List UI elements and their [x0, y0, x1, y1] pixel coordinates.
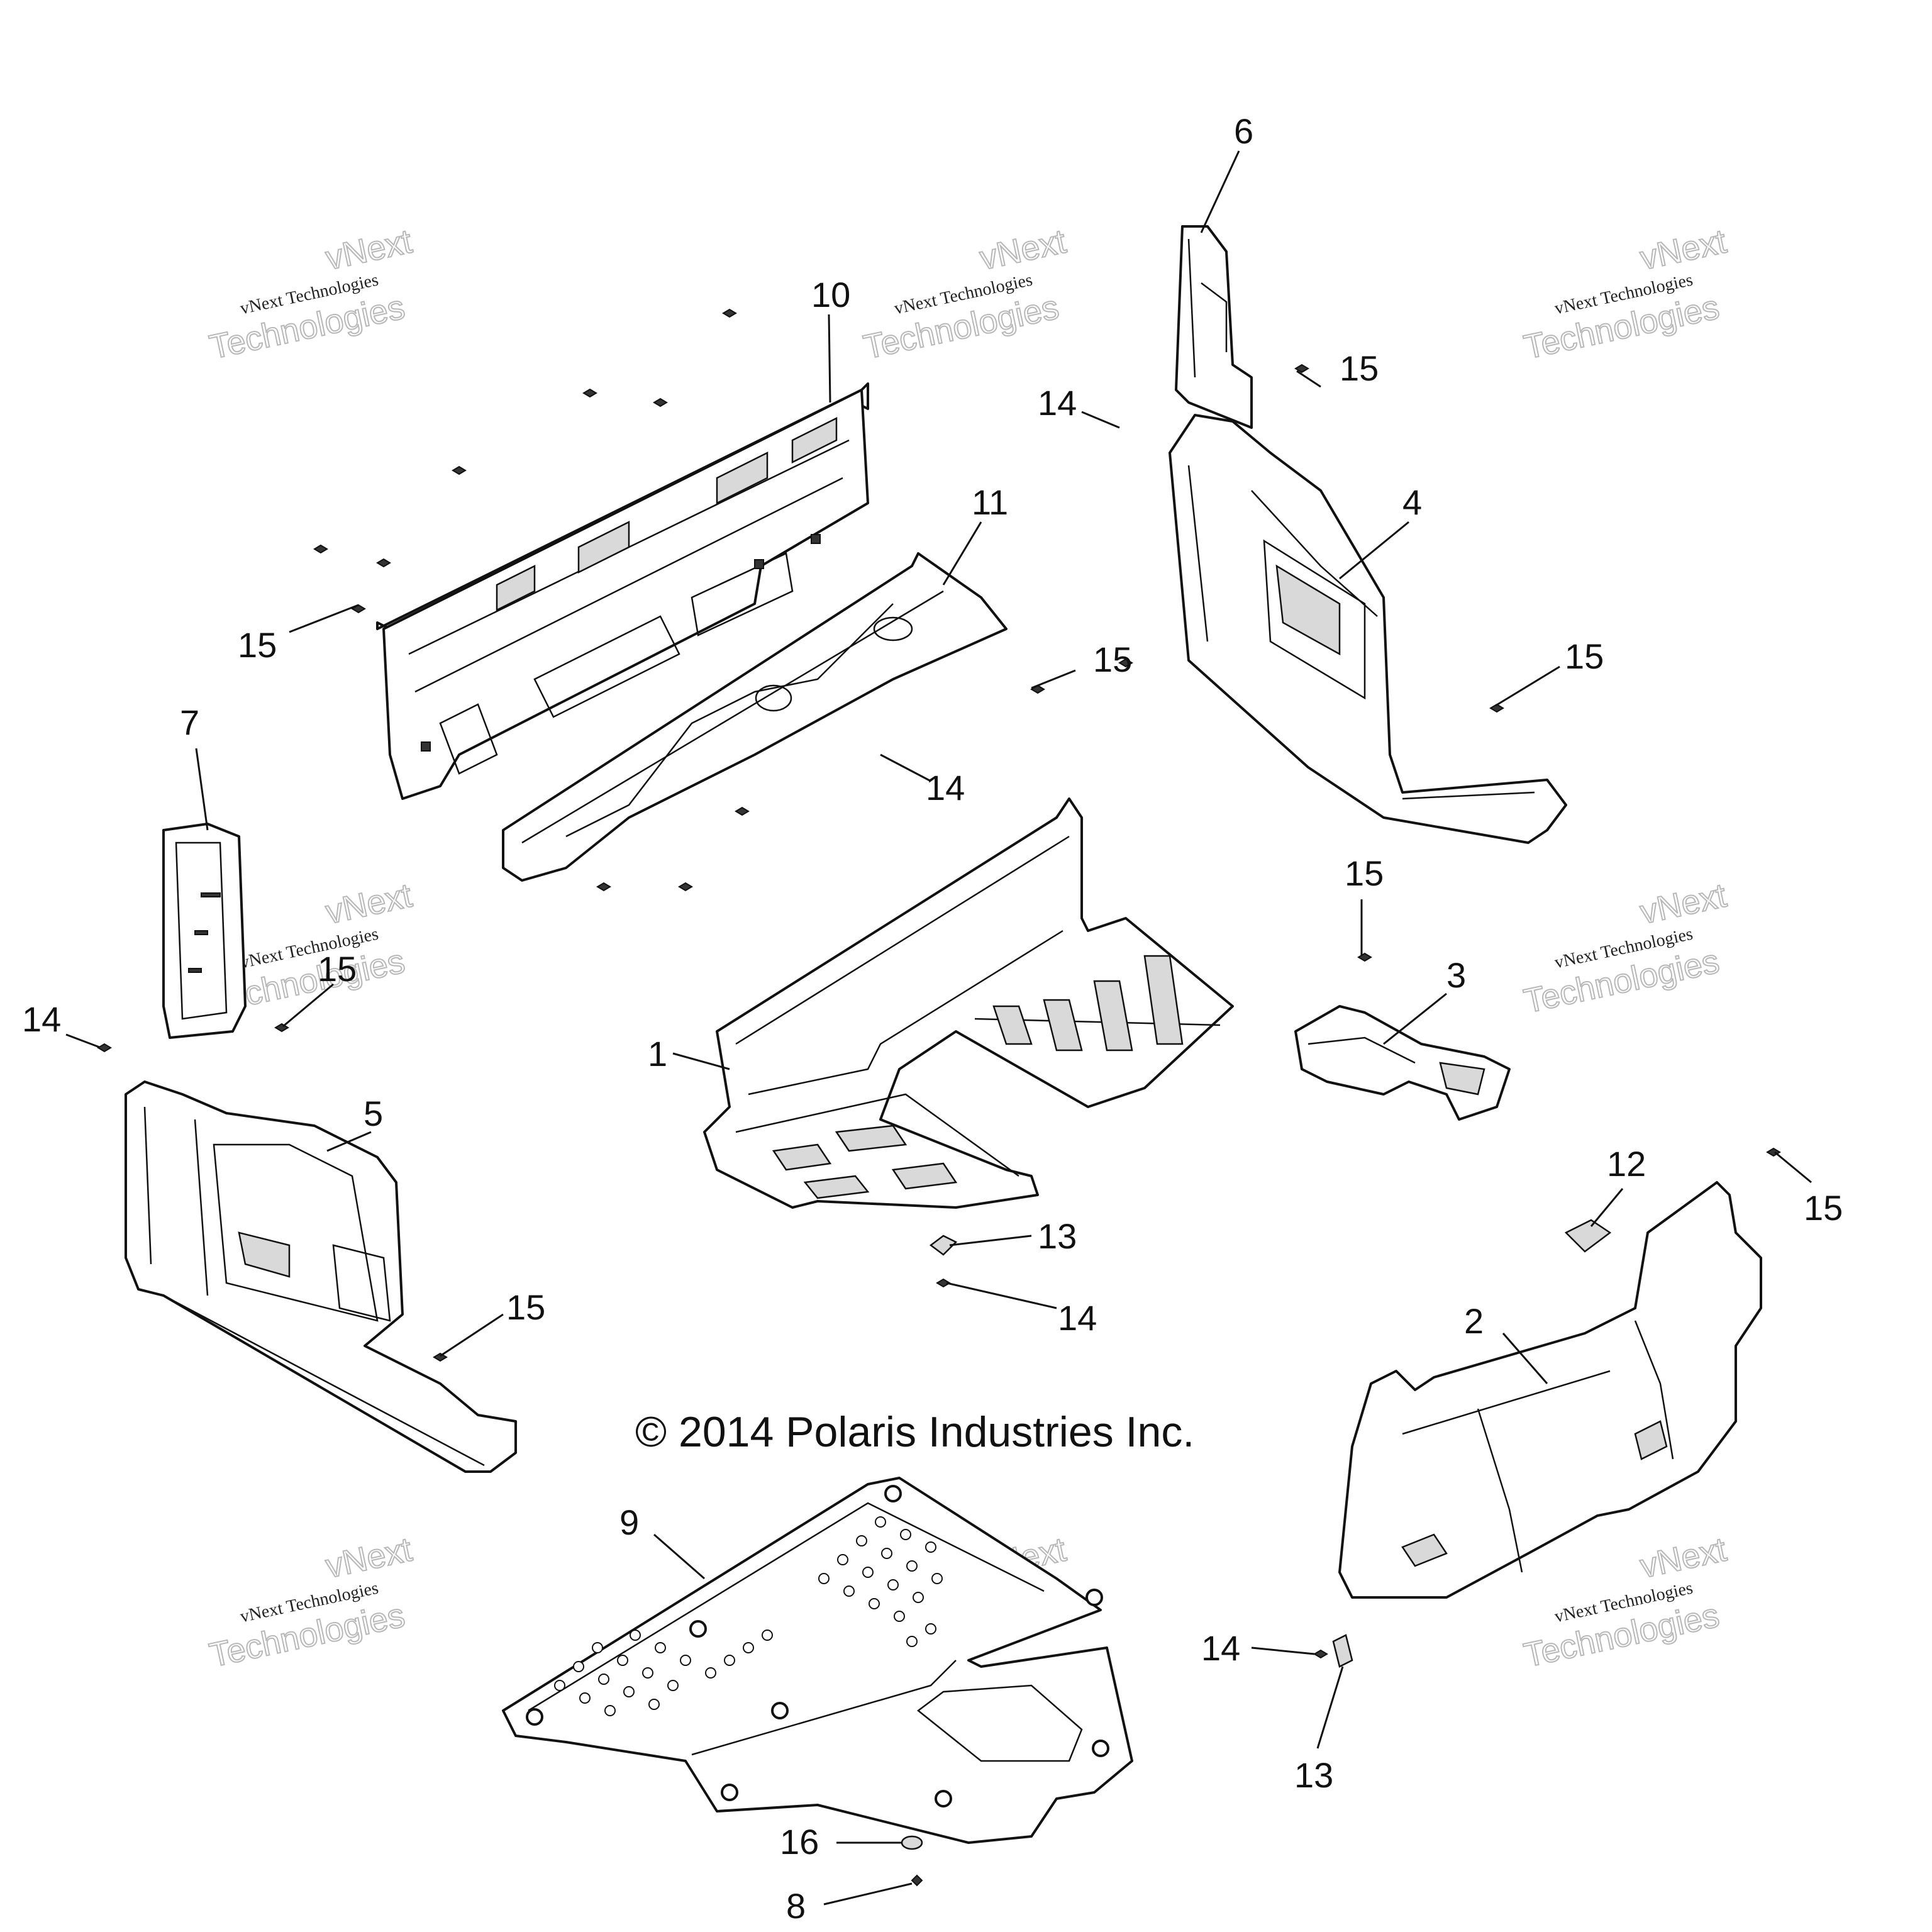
part-9-skid-plate	[502, 1477, 1133, 1844]
callout-9: 9	[619, 1502, 639, 1542]
callout-15: 15	[318, 949, 357, 989]
watermark-vnext: vNext	[323, 877, 416, 931]
copyright-notice: © 2014 Polaris Industries Inc.	[635, 1408, 1194, 1456]
part-11-cross-member	[502, 552, 1008, 892]
callout-16: 16	[780, 1822, 819, 1862]
callout-15: 15	[1345, 853, 1384, 893]
callout-labels: 6 10 15 14 11 4 15 15 15 14 7 15 3 1 15 …	[22, 111, 1843, 1926]
callout-10: 10	[811, 275, 850, 314]
watermark-vnext: vNext	[977, 223, 1070, 277]
part-10-fasteners	[313, 308, 737, 614]
callout-14: 14	[1038, 383, 1077, 423]
watermark-top-center: vNext vNext Technologies Technologies	[860, 222, 1070, 367]
callout-15: 15	[1565, 636, 1604, 676]
callout-6: 6	[1234, 111, 1253, 151]
part-12-clip	[1564, 1219, 1612, 1253]
watermark-mid-right: vNext vNext Technologies Technologies	[1520, 876, 1730, 1021]
watermark-bottom-left: vNext vNext Technologies Technologies	[206, 1530, 416, 1675]
callout-13: 13	[1038, 1216, 1077, 1256]
callout-14: 14	[1058, 1298, 1097, 1338]
part-1-main-tub	[703, 797, 1234, 1209]
part-14-screw-lower	[1313, 1649, 1328, 1659]
part-6-bracket	[1175, 225, 1253, 429]
watermark-vnext: vNext	[1637, 223, 1730, 277]
callout-1: 1	[648, 1034, 667, 1074]
hardware-pieces	[97, 364, 1781, 1887]
watermark-vnext: vNext	[1637, 1531, 1730, 1585]
callout-4: 4	[1402, 482, 1422, 522]
part-15-fastener-mid-right	[1357, 952, 1372, 962]
part-2-rear-panel	[1338, 1181, 1762, 1599]
part-10-rear-panel	[376, 382, 869, 800]
callout-15: 15	[1093, 640, 1132, 679]
watermark-vnext: vNext	[1637, 877, 1730, 931]
callout-2: 2	[1464, 1301, 1484, 1341]
watermark-vnext: vNext	[323, 1531, 416, 1585]
callout-3: 3	[1446, 955, 1466, 995]
callout-5: 5	[364, 1094, 383, 1133]
watermark-bottom-right: vNext vNext Technologies Technologies	[1520, 1530, 1730, 1675]
callout-15: 15	[1804, 1188, 1843, 1228]
part-8-bolt	[911, 1874, 923, 1887]
watermark-vnext: vNext	[323, 223, 416, 277]
callout-15: 15	[506, 1287, 545, 1327]
part-13-clip-lower	[1332, 1634, 1353, 1668]
callout-14: 14	[926, 768, 965, 808]
watermark-top-left: vNext vNext Technologies Technologies	[206, 222, 416, 367]
part-7-bracket	[162, 823, 247, 1039]
part-14-screw-left	[97, 1043, 112, 1053]
part-15-fastener-lower-left	[433, 1352, 448, 1362]
callout-14: 14	[22, 999, 61, 1039]
part-15-fastener-top-right	[1294, 364, 1309, 374]
part-16-washer	[901, 1835, 923, 1850]
part-13-clip-center	[929, 1235, 958, 1256]
callout-12: 12	[1607, 1144, 1646, 1184]
part-3-bracket	[1294, 1005, 1511, 1121]
callout-8: 8	[786, 1886, 806, 1926]
leader-lines	[65, 150, 1812, 1906]
watermark-top-right: vNext vNext Technologies Technologies	[1520, 222, 1730, 367]
part-15-fastener-left	[274, 1023, 289, 1033]
callout-13: 13	[1294, 1755, 1333, 1795]
part-4-right-panel	[1169, 414, 1567, 844]
part-5-left-panel	[125, 1080, 517, 1473]
callout-7: 7	[180, 702, 199, 742]
callout-15: 15	[1340, 348, 1379, 388]
part-14-screw-upper	[1118, 658, 1133, 668]
callout-15: 15	[238, 625, 277, 665]
callout-14: 14	[1201, 1628, 1240, 1668]
part-15-fastener-right	[1489, 703, 1504, 713]
callout-11: 11	[972, 482, 1008, 522]
